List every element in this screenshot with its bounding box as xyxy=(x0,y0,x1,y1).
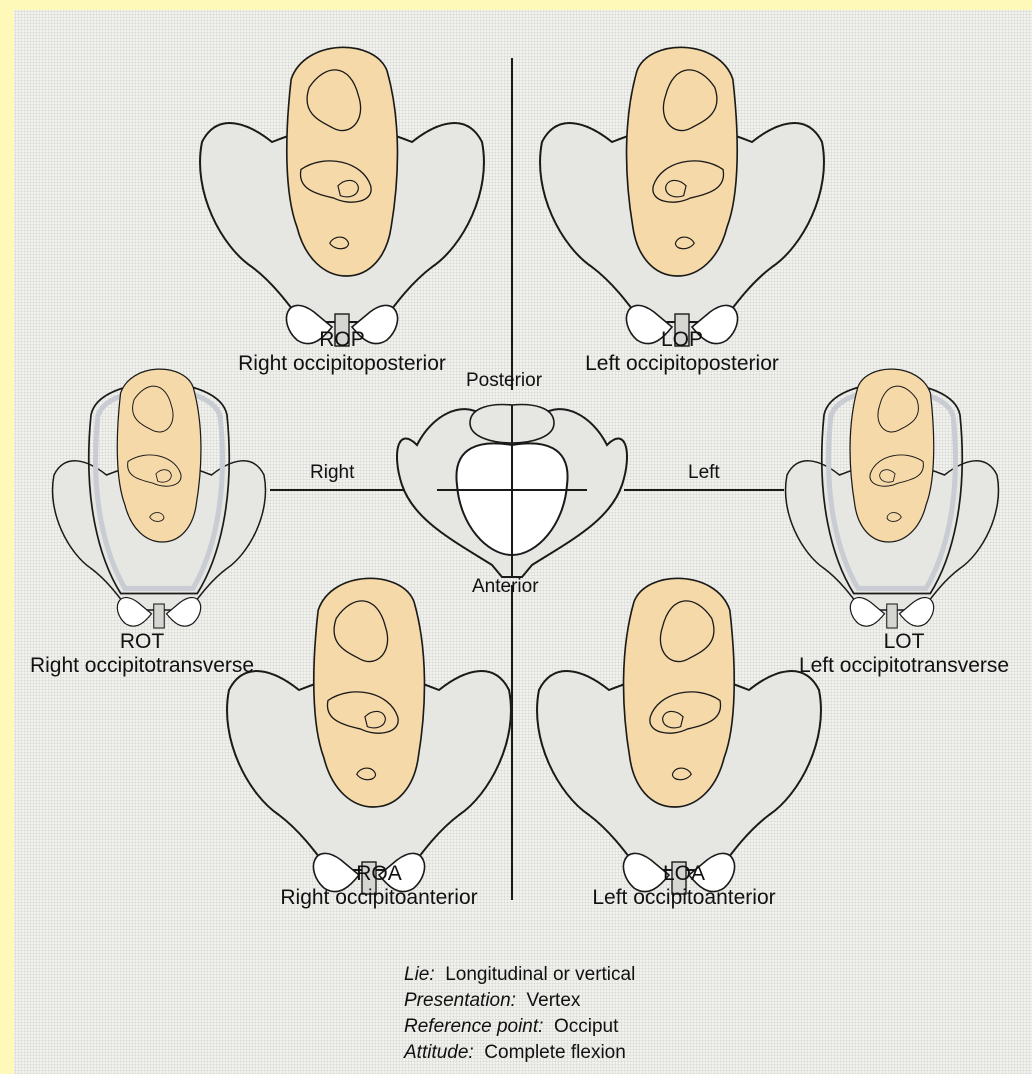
rop-name: Right occipitoposterior xyxy=(238,352,446,376)
rot-illustration xyxy=(53,369,266,628)
roa-illustration xyxy=(227,578,511,894)
rot-name: Right occipitotransverse xyxy=(30,654,254,678)
roa-code: ROA xyxy=(280,862,477,886)
loa-illustration xyxy=(537,578,821,894)
diagram-frame: Posterior Anterior Right Left ROP Right … xyxy=(14,10,1032,1074)
legend-row-presentation: Presentation: Vertex xyxy=(404,988,635,1014)
lot-illustration xyxy=(786,369,999,628)
loa-label: LOA Left occipitoanterior xyxy=(592,862,775,910)
diagram-artwork xyxy=(14,10,1032,1074)
rot-label: ROT Right occipitotransverse xyxy=(30,630,254,678)
axis-label-left: Left xyxy=(688,462,720,484)
axis-label-posterior: Posterior xyxy=(466,370,542,392)
axis-label-anterior: Anterior xyxy=(472,576,539,598)
rot-code: ROT xyxy=(30,630,254,654)
lot-label: LOT Left occipitotransverse xyxy=(799,630,1009,678)
roa-name: Right occipitoanterior xyxy=(280,886,477,910)
axis-label-right: Right xyxy=(310,462,354,484)
lop-name: Left occipitoposterior xyxy=(585,352,779,376)
rop-code: ROP xyxy=(238,328,446,352)
loa-code: LOA xyxy=(592,862,775,886)
rop-illustration xyxy=(200,47,484,346)
lop-code: LOP xyxy=(585,328,779,352)
central-pelvis xyxy=(397,405,627,577)
legend-row-lie: Lie: Longitudinal or vertical xyxy=(404,962,635,988)
legend: Lie: Longitudinal or vertical Presentati… xyxy=(404,962,635,1066)
legend-row-reference-point: Reference point: Occiput xyxy=(404,1014,635,1040)
rop-label: ROP Right occipitoposterior xyxy=(238,328,446,376)
legend-row-attitude: Attitude: Complete flexion xyxy=(404,1040,635,1066)
lop-illustration xyxy=(540,47,824,346)
lop-label: LOP Left occipitoposterior xyxy=(585,328,779,376)
loa-name: Left occipitoanterior xyxy=(592,886,775,910)
lot-name: Left occipitotransverse xyxy=(799,654,1009,678)
lot-code: LOT xyxy=(799,630,1009,654)
roa-label: ROA Right occipitoanterior xyxy=(280,862,477,910)
